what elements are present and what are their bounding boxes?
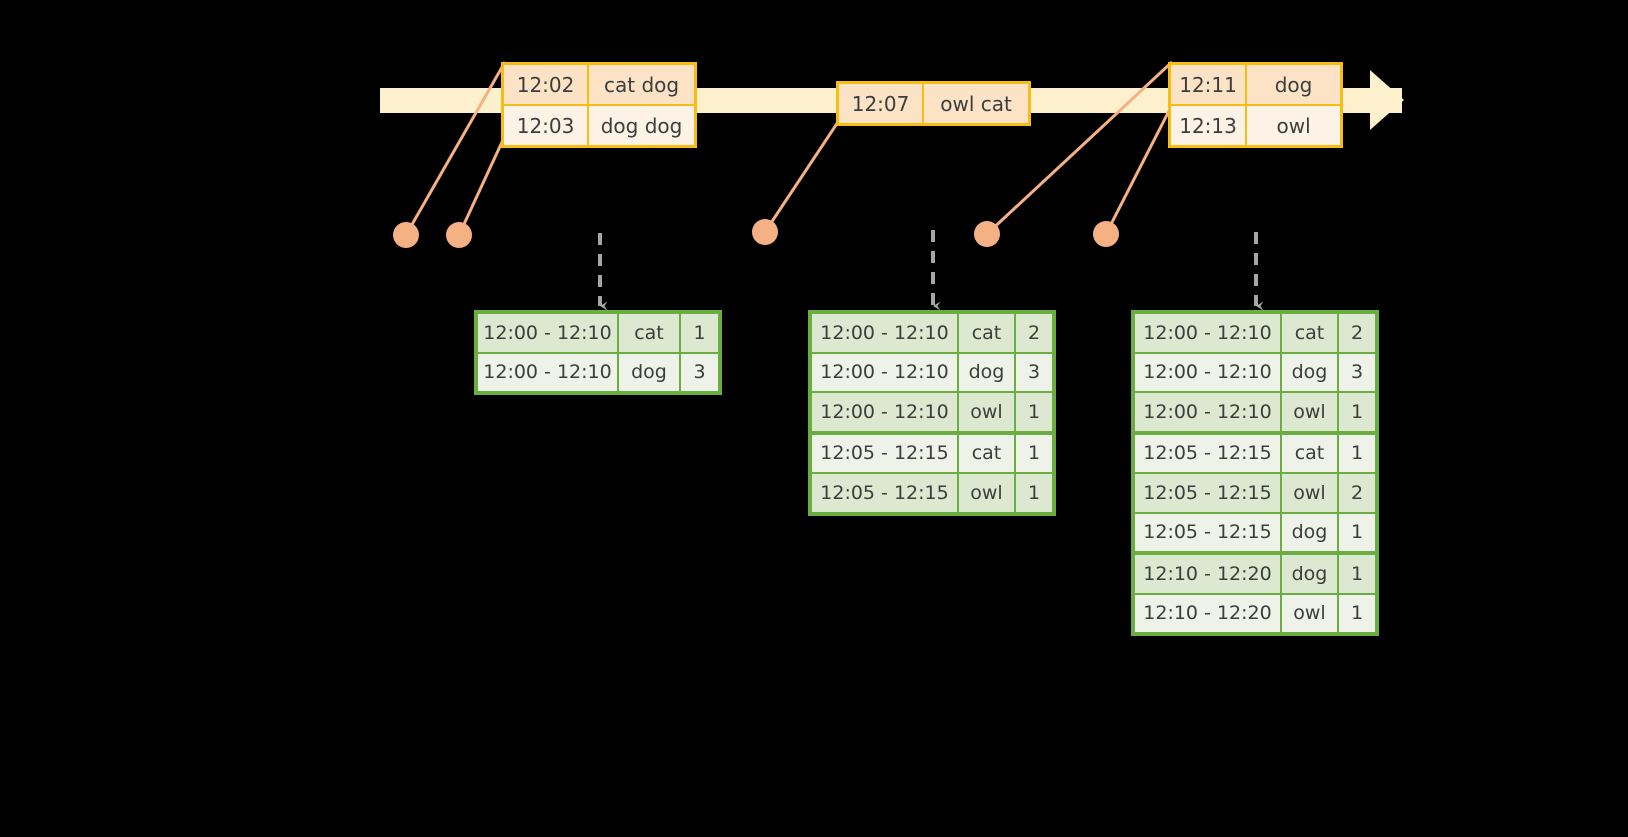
cell-window: 12:00 - 12:10: [820, 321, 949, 344]
cell-count: 1: [1014, 434, 1052, 472]
cell-word: owl: [1280, 393, 1337, 431]
cell-window: 12:00 - 12:10: [820, 361, 949, 384]
cell-word: cat: [1280, 434, 1337, 472]
event-words: dog dog: [587, 106, 694, 145]
cell-count: 1: [1014, 393, 1052, 431]
event-words: owl: [1245, 106, 1340, 145]
cell-window: 12:00 - 12:10: [1143, 321, 1272, 344]
cell-word: cat: [957, 314, 1014, 352]
event-time: 12:07: [851, 91, 910, 116]
cell-count: 1: [1337, 513, 1375, 551]
cell-window: 12:10 - 12:20: [1143, 602, 1272, 625]
event-box-3[interactable]: 12:11 dog 12:13 owl: [1168, 62, 1343, 148]
cell-word: owl: [957, 393, 1014, 431]
event-time: 12:02: [516, 72, 575, 97]
cell-count: 3: [679, 353, 718, 391]
emit-arrows: [598, 230, 1264, 311]
cell-word: owl: [957, 474, 1014, 512]
event-box-1[interactable]: 12:02 cat dog 12:03 dog dog: [501, 62, 697, 148]
event-words: owl cat: [922, 84, 1028, 123]
cell-window: 12:00 - 12:10: [1143, 400, 1272, 423]
event-time: 12:03: [516, 113, 575, 138]
cell-window: 12:00 - 12:10: [820, 400, 949, 423]
cell-window: 12:05 - 12:15: [820, 442, 949, 465]
cell-count: 2: [1014, 314, 1052, 352]
event-time: 12:13: [1179, 113, 1237, 138]
cell-window: 12:10 - 12:20: [1143, 562, 1272, 585]
cell-window: 12:05 - 12:15: [820, 481, 949, 504]
event-row[interactable]: 12:03 dog dog: [504, 104, 694, 145]
cell-count: 1: [679, 314, 718, 352]
cell-window: 12:05 - 12:15: [1143, 481, 1272, 504]
event-dots: [393, 219, 1119, 248]
cell-count: 1: [1337, 555, 1375, 593]
event-box-2[interactable]: 12:07 owl cat: [836, 81, 1031, 126]
dot-4[interactable]: [974, 221, 1000, 247]
dot-1[interactable]: [393, 222, 419, 248]
cell-word: owl: [1280, 594, 1337, 632]
event-row[interactable]: 12:02 cat dog: [504, 65, 694, 104]
event-time: 12:11: [1179, 72, 1237, 97]
cell-word: dog: [1280, 513, 1337, 551]
cell-count: 1: [1014, 474, 1052, 512]
dot-5[interactable]: [1093, 221, 1119, 247]
cell-word: dog: [957, 353, 1014, 391]
cell-count: 3: [1014, 353, 1052, 391]
cell-word: owl: [1280, 474, 1337, 512]
cell-count: 1: [1337, 434, 1375, 472]
cell-count: 3: [1337, 353, 1375, 391]
cell-window: 12:05 - 12:15: [1143, 521, 1272, 544]
connector-3: [763, 121, 840, 233]
cell-word: dog: [1280, 353, 1337, 391]
cell-window: 12:00 - 12:10: [1143, 361, 1272, 384]
cell-count: 2: [1337, 474, 1375, 512]
cell-word: dog: [1280, 555, 1337, 593]
cell-word: cat: [957, 434, 1014, 472]
event-words: dog: [1245, 65, 1340, 104]
connector-5: [1104, 104, 1174, 235]
cell-count: 2: [1337, 314, 1375, 352]
event-row[interactable]: 12:13 owl: [1171, 104, 1340, 145]
cell-word: cat: [1280, 314, 1337, 352]
cell-word: cat: [617, 314, 679, 352]
event-row[interactable]: 12:11 dog: [1171, 65, 1340, 104]
event-words: cat dog: [587, 65, 694, 104]
cell-word: dog: [617, 353, 679, 391]
cell-window: 12:05 - 12:15: [1143, 442, 1272, 465]
cell-count: 1: [1337, 393, 1375, 431]
event-row[interactable]: 12:07 owl cat: [839, 84, 1028, 123]
dot-2[interactable]: [446, 222, 472, 248]
cell-count: 1: [1337, 594, 1375, 632]
dot-3[interactable]: [752, 219, 778, 245]
cell-window: 12:00 - 12:10: [483, 361, 612, 384]
cell-window: 12:00 - 12:10: [483, 321, 612, 344]
